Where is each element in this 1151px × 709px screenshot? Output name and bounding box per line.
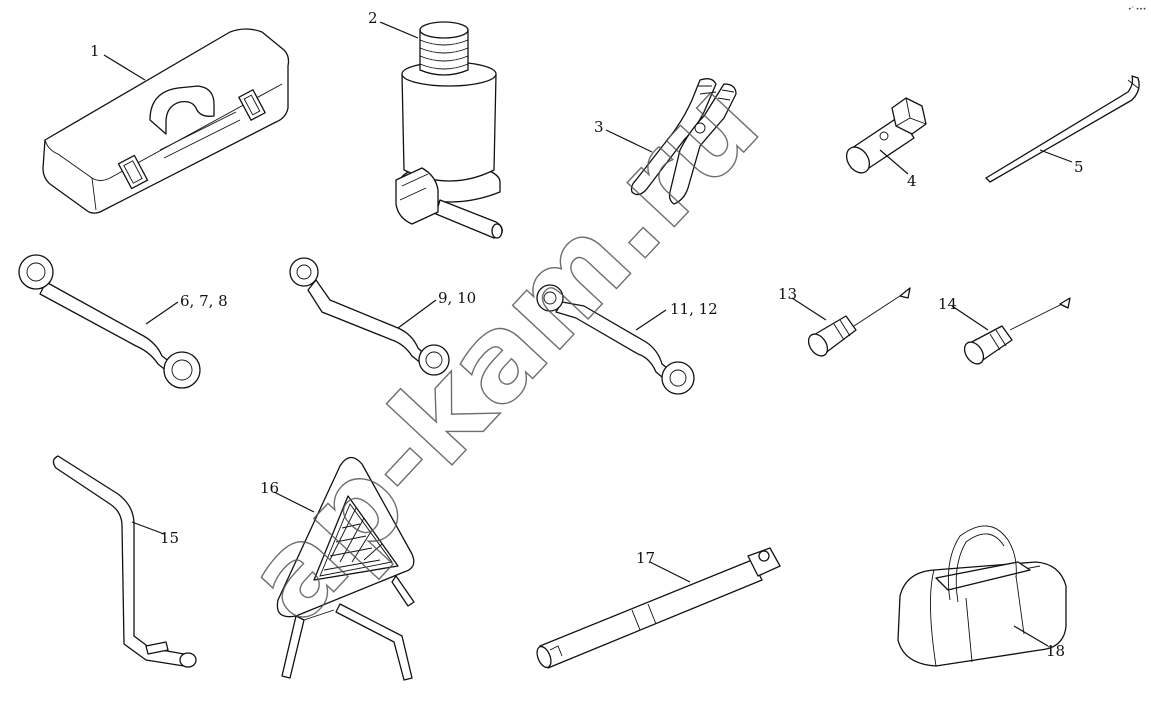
callout-18: 18 (1046, 642, 1065, 660)
callout-4: 4 (907, 172, 917, 190)
callout-1: 1 (90, 42, 100, 60)
tool-bag (897, 525, 1067, 667)
screwdriver-13 (807, 287, 911, 357)
callout-15: 15 (160, 529, 179, 547)
callout-16: 16 (260, 479, 279, 497)
callout-2: 2 (368, 9, 378, 27)
ring-wrench-6-8 (18, 254, 201, 389)
callout-6-7-8: 6, 7, 8 (180, 292, 228, 310)
tool-case (42, 28, 290, 214)
callout-5: 5 (1074, 158, 1084, 176)
socket-wrench (845, 97, 927, 174)
pliers (630, 78, 737, 205)
watermark: ap-kam.ru (220, 55, 785, 647)
callout-17: 17 (636, 549, 655, 567)
crank-handle (52, 455, 197, 668)
callout-3: 3 (594, 118, 604, 136)
corner-mark: •″ ••• (1128, 6, 1146, 13)
callout-9-10: 9, 10 (438, 289, 476, 307)
bottle-jack (395, 21, 503, 239)
ring-wrench-9-10 (289, 257, 450, 376)
screwdriver-14 (963, 297, 1071, 365)
pry-bar (985, 75, 1140, 183)
leader-lines (103, 21, 1073, 647)
callout-11-12: 11, 12 (670, 300, 718, 318)
ring-wrench-11-12 (536, 284, 695, 395)
callout-labels: 1 2 3 4 5 6, 7, 8 9, 10 11, 12 13 14 15 … (90, 9, 1084, 660)
warning-triangle (276, 456, 415, 681)
callout-14: 14 (938, 295, 957, 313)
callout-13: 13 (778, 285, 797, 303)
extension-tube (536, 547, 781, 669)
